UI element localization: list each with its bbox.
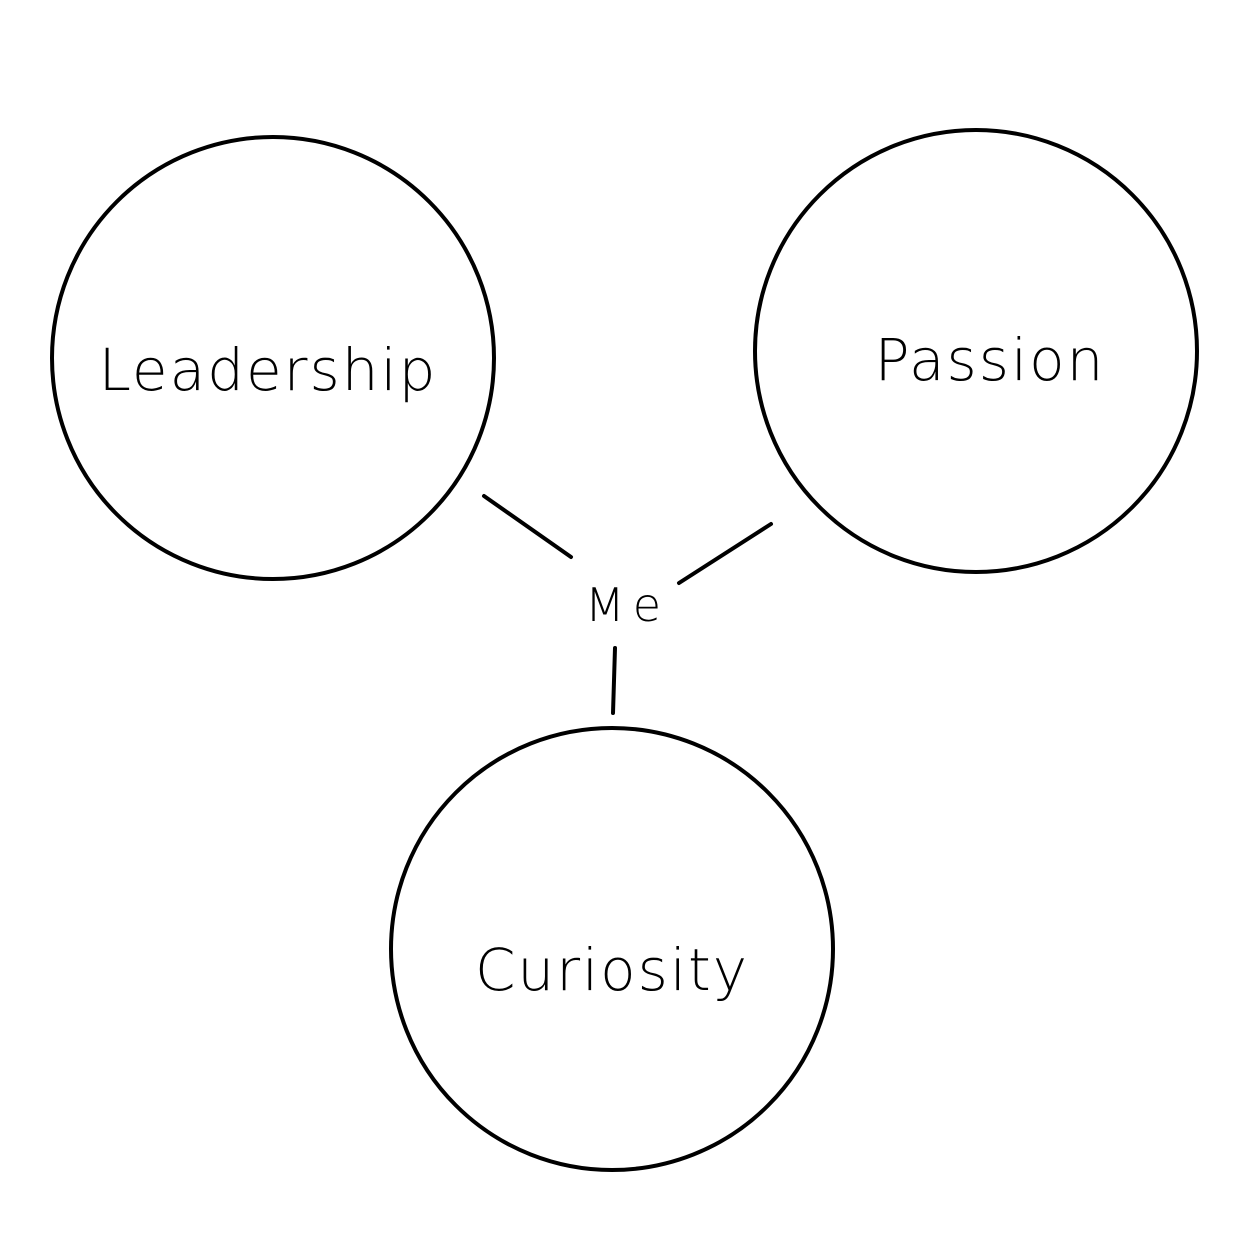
node-leadership-circle xyxy=(50,135,496,581)
node-passion-label: Passion xyxy=(875,326,1106,394)
connector-me-leadership xyxy=(482,494,573,559)
node-curiosity: Curiosity xyxy=(389,726,835,1172)
node-passion: Passion xyxy=(753,128,1199,574)
connector-me-passion xyxy=(677,522,773,585)
node-leadership: Leadership xyxy=(50,135,496,581)
connector-me-curiosity xyxy=(611,646,617,715)
node-curiosity-circle xyxy=(389,726,835,1172)
node-curiosity-label: Curiosity xyxy=(475,936,749,1004)
center-label-me: Me xyxy=(585,578,669,632)
node-leadership-label: Leadership xyxy=(99,336,438,404)
node-passion-circle xyxy=(753,128,1199,574)
